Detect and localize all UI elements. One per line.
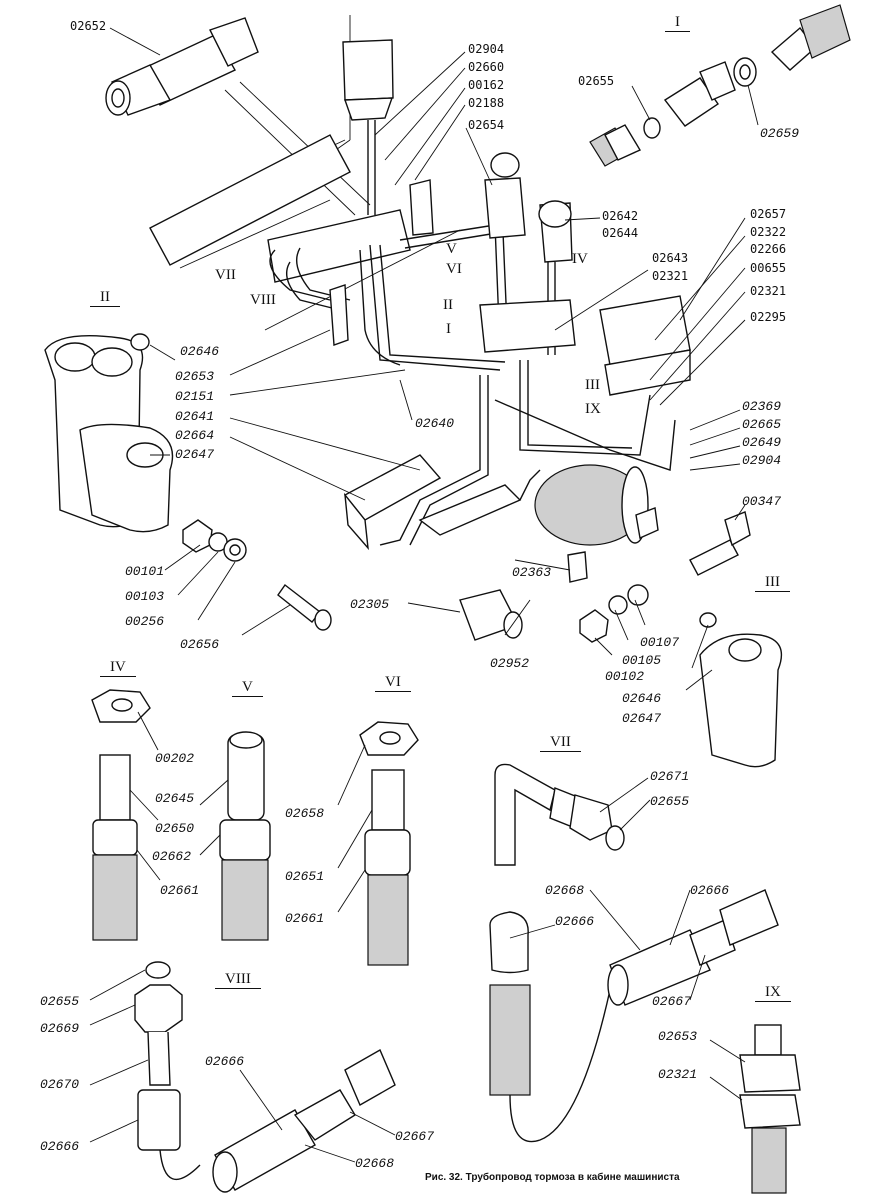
callout-02646-III: 02646 (622, 691, 662, 706)
callout-02305: 02305 (350, 597, 390, 612)
callout-02662: 02662 (152, 849, 192, 864)
callout-02151: 02151 (175, 389, 215, 404)
part-02652-union (105, 17, 371, 216)
marker-III: III (585, 377, 600, 393)
detail-heading-VIII: VIII (215, 972, 261, 989)
callout-00347: 00347 (742, 494, 782, 509)
callout-02904: 02904 (468, 42, 505, 56)
callout-00162: 00162 (468, 78, 505, 92)
callout-02656: 02656 (180, 637, 220, 652)
callout-02667-VII: 02667 (652, 994, 692, 1009)
main-assembly (149, 39, 691, 551)
marker-VIII: VIII (250, 292, 276, 308)
callout-02670: 02670 (40, 1077, 80, 1092)
callout-02668-VII: 02668 (545, 883, 585, 898)
callout-02667-VIII: 02667 (395, 1129, 435, 1144)
callout-02643: 02643 (652, 251, 689, 265)
callout-02645: 02645 (155, 791, 195, 806)
figure-caption: Рис. 32. Трубопровод тормоза в кабине ма… (425, 1172, 680, 1183)
callout-00105: 00105 (622, 653, 662, 668)
callout-02266: 02266 (750, 242, 787, 256)
callout-02369: 02369 (742, 399, 782, 414)
callout-02666-VII-a: 02666 (555, 914, 595, 929)
callout-02952: 02952 (490, 656, 530, 671)
callout-02650: 02650 (155, 821, 195, 836)
callout-02649: 02649 (742, 435, 782, 450)
callout-02321-b: 02321 (750, 284, 787, 298)
detail-heading-I: I (665, 15, 690, 32)
callout-02666-VIII-a: 02666 (40, 1139, 80, 1154)
callout-02321: 02321 (652, 269, 689, 283)
detail-heading-IX: IX (755, 985, 791, 1002)
detail-IX-fitting (739, 1024, 801, 1194)
marker-VI: VI (446, 261, 462, 277)
callout-02295: 02295 (750, 310, 787, 324)
callout-02640: 02640 (415, 416, 455, 431)
callout-02653: 02653 (175, 369, 215, 384)
detail-IV-fitting (91, 689, 151, 941)
callout-02646: 02646 (180, 344, 220, 359)
callout-02644: 02644 (602, 226, 639, 240)
callout-00256: 00256 (125, 614, 165, 629)
detail-V-fitting (219, 731, 271, 941)
marker-IV: IV (572, 251, 588, 267)
callout-02665: 02665 (742, 417, 782, 432)
callout-00655: 00655 (750, 261, 787, 275)
marker-II: II (443, 297, 453, 313)
detail-II-bracket (44, 333, 174, 533)
detail-heading-V: V (232, 680, 263, 697)
callout-00202: 00202 (155, 751, 195, 766)
detail-I-fitting (589, 4, 851, 167)
callout-02657: 02657 (750, 207, 787, 221)
detail-heading-II: II (90, 290, 120, 307)
callout-02659: 02659 (760, 126, 800, 141)
callout-02661-IV: 02661 (160, 883, 200, 898)
callout-02655: 02655 (578, 74, 615, 88)
callout-02642: 02642 (602, 209, 639, 223)
callout-00103: 00103 (125, 589, 165, 604)
hardware-left (182, 511, 751, 643)
callout-00107: 00107 (640, 635, 680, 650)
callout-02655-VII: 02655 (650, 794, 690, 809)
callout-02669: 02669 (40, 1021, 80, 1036)
marker-VII: VII (215, 267, 236, 283)
callout-02658: 02658 (285, 806, 325, 821)
detail-III-bracket (699, 612, 783, 768)
callout-02652: 02652 (70, 19, 107, 33)
marker-V: V (446, 241, 457, 257)
callout-02651: 02651 (285, 869, 325, 884)
callout-02641: 02641 (175, 409, 215, 424)
callout-00101: 00101 (125, 564, 165, 579)
callout-02322: 02322 (750, 225, 787, 239)
detail-VII-fitting (489, 763, 779, 1143)
callout-02321-IX: 02321 (658, 1067, 698, 1082)
callout-02671: 02671 (650, 769, 690, 784)
detail-heading-VII: VII (540, 735, 581, 752)
marker-IX: IX (585, 401, 601, 417)
callout-02664: 02664 (175, 428, 215, 443)
callout-02655-VIII: 02655 (40, 994, 80, 1009)
callout-02904-b: 02904 (742, 453, 782, 468)
callout-02654: 02654 (468, 118, 505, 132)
detail-VIII-fitting (134, 961, 396, 1193)
marker-I: I (446, 321, 451, 337)
callout-02660: 02660 (468, 60, 505, 74)
detail-VI-fitting (359, 721, 419, 966)
callout-02647-III: 02647 (622, 711, 662, 726)
callout-02666-VIII-b: 02666 (205, 1054, 245, 1069)
callout-02666-VII-b: 02666 (690, 883, 730, 898)
callout-02653-IX: 02653 (658, 1029, 698, 1044)
detail-heading-VI: VI (375, 675, 411, 692)
callout-00102: 00102 (605, 669, 645, 684)
callout-02363: 02363 (512, 565, 552, 580)
callout-02647: 02647 (175, 447, 215, 462)
callout-02661-VI: 02661 (285, 911, 325, 926)
leader-lines (89, 27, 759, 1163)
callout-02188: 02188 (468, 96, 505, 110)
detail-heading-III: III (755, 575, 790, 592)
detail-heading-IV: IV (100, 660, 136, 677)
callout-02668-VIII: 02668 (355, 1156, 395, 1171)
